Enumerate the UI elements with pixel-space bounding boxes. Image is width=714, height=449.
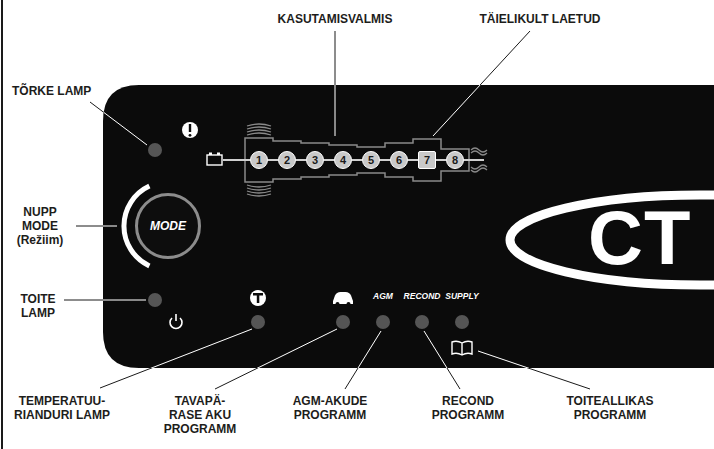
battery-icon (207, 155, 222, 165)
program-name: SUPPLY (445, 291, 478, 301)
node-text: 6 (396, 154, 402, 166)
logo-swoosh (510, 195, 714, 285)
car-icon (333, 292, 353, 304)
node-text: 5 (368, 154, 374, 166)
callout-label: TÄIELIKULT LAETUD (479, 12, 600, 26)
step-connector (436, 159, 446, 161)
leader-line (64, 31, 590, 389)
step-connector (296, 159, 306, 161)
step-line (464, 159, 484, 161)
callout-label: NUPP MODE (Režiim) (9, 205, 71, 247)
power-icon (175, 314, 177, 321)
node-text: 8 (452, 154, 458, 166)
spring-graphic (471, 165, 487, 172)
step-indicator: 7 (418, 151, 436, 169)
step-indicator: 3 (306, 151, 324, 169)
node-text: MODE (150, 219, 186, 233)
node-text: 1 (256, 154, 262, 166)
step-indicator: 6 (390, 151, 408, 169)
callout-label: TEMPERATUU- RIANDURI LAMP (6, 394, 118, 422)
program-name: RECOND (404, 291, 441, 301)
step-indicator: 1 (250, 151, 268, 169)
program-name: AGM (373, 291, 393, 301)
step-connector (352, 159, 362, 161)
panel-body (103, 85, 714, 368)
manual-icon (452, 341, 472, 355)
node-text: 2 (284, 154, 290, 166)
callout-label: TOITE LAMP (13, 292, 63, 320)
warning-icon (189, 124, 191, 132)
mode-button: MODE (135, 193, 201, 259)
error-lamp (148, 143, 162, 157)
frame-line (1, 0, 3, 449)
step-connector (324, 159, 334, 161)
step-connector (408, 159, 418, 161)
brand-logo: CT (588, 200, 691, 276)
car-icon (336, 302, 340, 306)
step-connector (268, 159, 278, 161)
leader-line (64, 31, 590, 389)
callout-label: TÕRKE LAMP (12, 84, 91, 98)
program-lamp (415, 315, 429, 329)
callout-label: AGM-AKUDE PROGRAMM (286, 394, 374, 422)
warning-icon (182, 122, 198, 138)
battery-icon (209, 153, 212, 156)
program-lamp (376, 315, 390, 329)
warning-icon (189, 134, 192, 137)
step-indicator: 8 (446, 151, 464, 169)
program-lamp (455, 315, 469, 329)
step-indicator: 4 (334, 151, 352, 169)
step-indicator: 5 (362, 151, 380, 169)
power-lamp (148, 293, 162, 307)
node-text: 3 (312, 154, 318, 166)
callout-label: KASUTAMISVALMIS (278, 12, 393, 26)
node-text: 4 (340, 154, 346, 166)
node-text: 7 (424, 154, 430, 166)
callout-label: RECOND PROGRAMM (423, 394, 513, 422)
spring-graphic (247, 185, 271, 196)
spring-graphic (471, 148, 487, 155)
step-connector (380, 159, 390, 161)
battery-icon (217, 153, 220, 156)
program-lamp (336, 315, 350, 329)
temperature-lamp (251, 315, 265, 329)
car-icon (347, 302, 351, 306)
step-indicator: 2 (278, 151, 296, 169)
callout-label: TOITEALLIKAS PROGRAMM (560, 394, 660, 422)
spring-graphic (247, 124, 271, 135)
step-line (223, 159, 250, 161)
callout-label: TAVAPÄ- RASE AKU PROGRAMM (159, 394, 241, 436)
temperature-icon (257, 293, 260, 303)
temperature-icon (250, 290, 266, 306)
